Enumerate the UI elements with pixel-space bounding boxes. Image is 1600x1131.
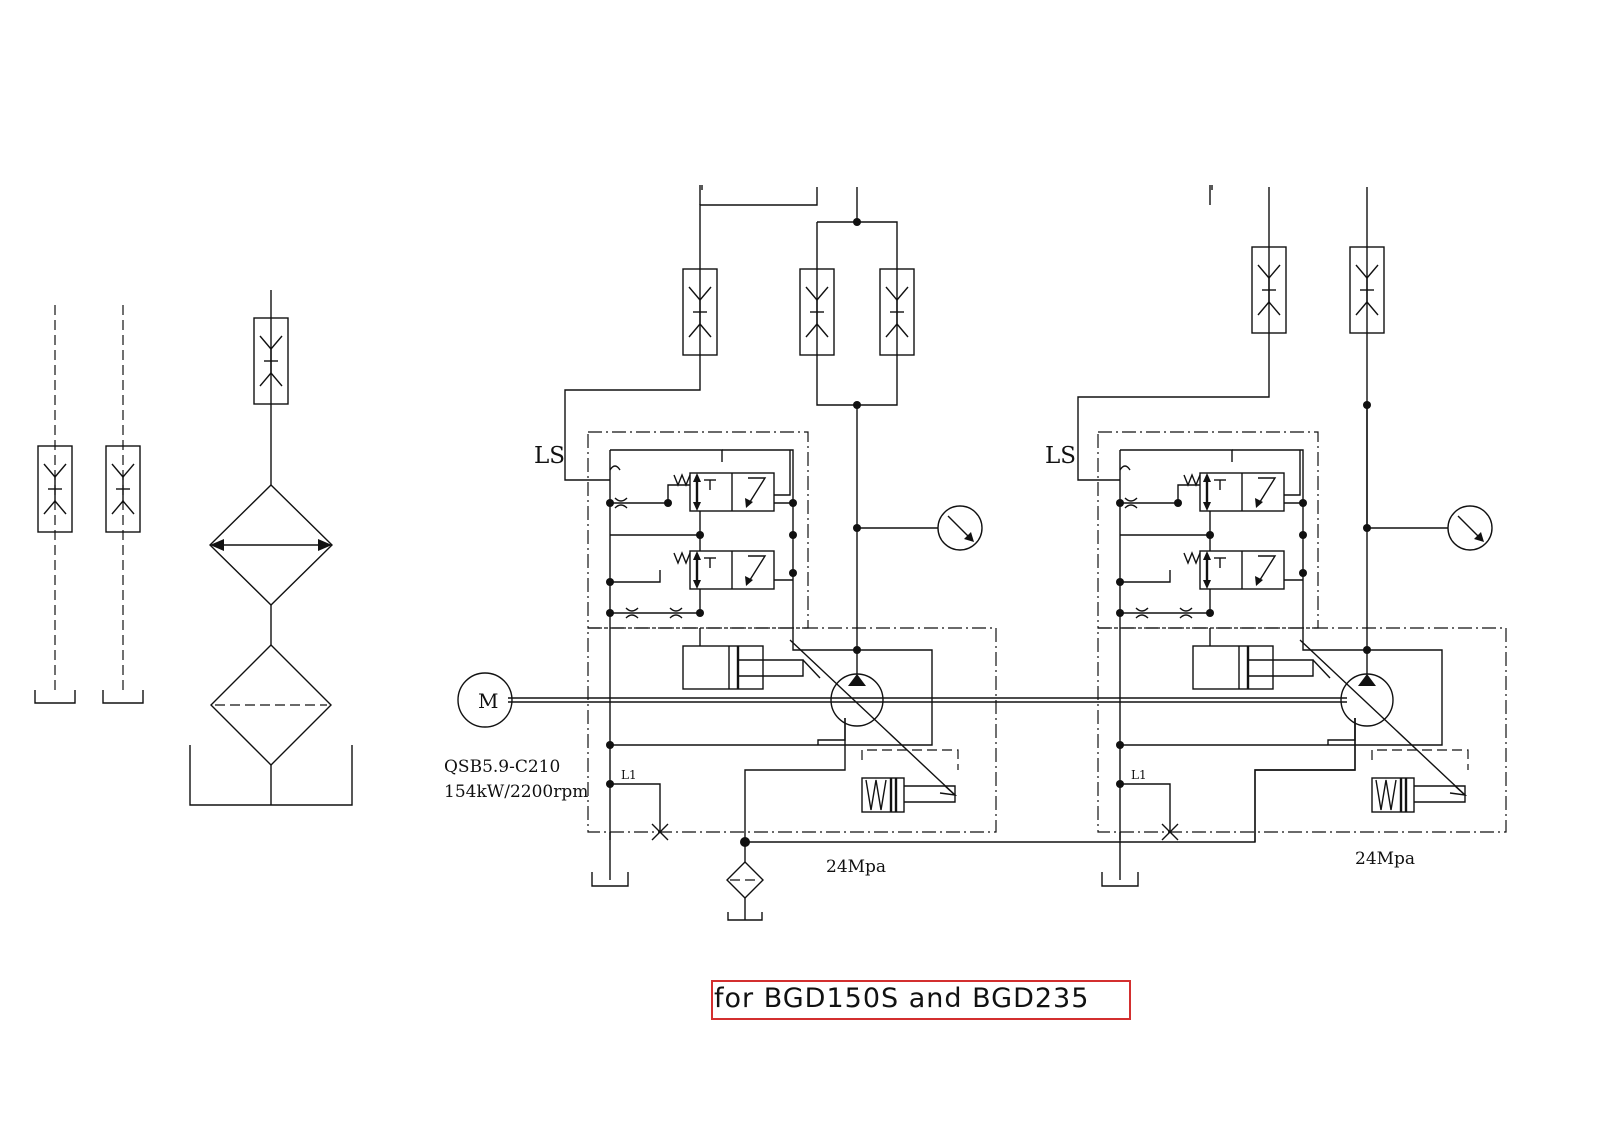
engine-rating-label: 154kW/2200rpm [444, 782, 588, 802]
ls-label-right: LS [1045, 443, 1076, 469]
caption-frame [711, 980, 1131, 1020]
l1-label-left: L1 [621, 768, 637, 782]
engine-model-label: QSB5.9-C210 [444, 757, 560, 777]
motor-label: M [478, 689, 498, 713]
pressure-label-left: 24Mpa [826, 857, 886, 877]
ls-label-left: LS [534, 443, 565, 469]
l1-label-right: L1 [1131, 768, 1147, 782]
engine-motor [457, 672, 513, 728]
pressure-label-right: 24Mpa [1355, 849, 1415, 869]
caption-text: for BGD150S and BGD235 [714, 983, 1090, 1014]
